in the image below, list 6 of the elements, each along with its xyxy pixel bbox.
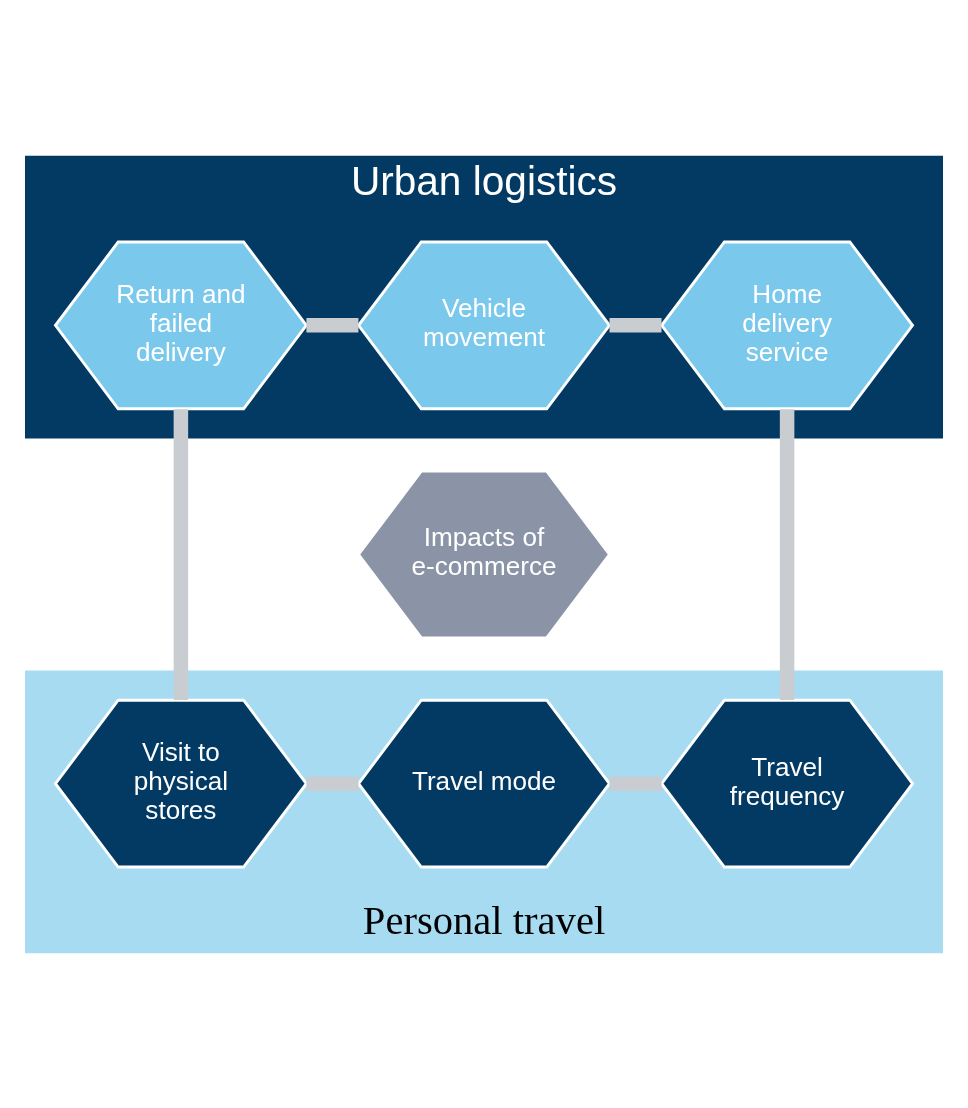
connector — [306, 317, 359, 333]
connector — [306, 775, 359, 791]
connector — [173, 408, 189, 700]
connector — [779, 408, 795, 700]
connector — [609, 775, 662, 791]
connector — [609, 317, 662, 333]
